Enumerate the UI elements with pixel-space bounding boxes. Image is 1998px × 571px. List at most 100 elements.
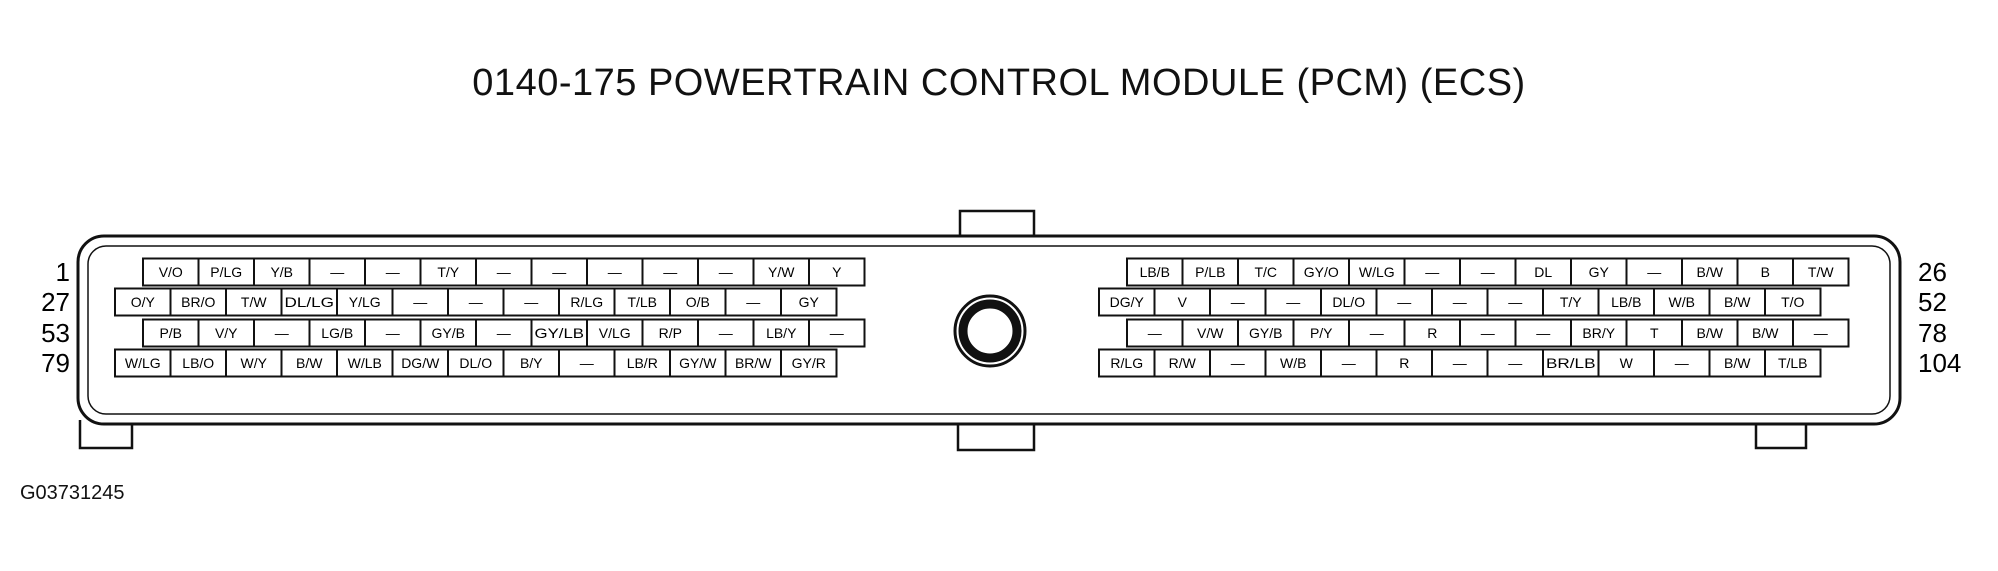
pin-left-r3-c6: GY/B bbox=[419, 318, 477, 348]
pin-wire-color: — bbox=[1508, 294, 1522, 310]
pin-left-r2-c1: O/Y bbox=[114, 287, 172, 317]
pin-wire-color: LB/B bbox=[1140, 264, 1170, 280]
pin-left-r1-c8: — bbox=[530, 257, 588, 287]
pin-right-r4-c10: W bbox=[1597, 348, 1655, 378]
pin-wire-color: LB/Y bbox=[766, 325, 797, 341]
pin-left-r2-c12: — bbox=[724, 287, 782, 317]
pin-left-r1-c7: — bbox=[475, 257, 533, 287]
pin-wire-color: — bbox=[1647, 264, 1661, 280]
pin-left-r4-c5: W/LB bbox=[336, 348, 394, 378]
pin-cavity bbox=[558, 348, 616, 378]
pin-cavity bbox=[225, 287, 283, 317]
pin-cavity bbox=[1126, 257, 1184, 287]
pin-wire-color: — bbox=[580, 355, 594, 371]
pin-wire-color: P/LB bbox=[1195, 264, 1225, 280]
pin-wire-color: DL/O bbox=[459, 355, 492, 371]
pin-wire-color: T/W bbox=[1808, 264, 1834, 280]
pin-cavity bbox=[1736, 257, 1794, 287]
pin-right-r2-c8: — bbox=[1486, 287, 1544, 317]
pin-cavity bbox=[641, 257, 699, 287]
pin-wire-color: O/Y bbox=[131, 294, 156, 310]
pin-wire-color: W/LG bbox=[125, 355, 161, 371]
pin-wire-color: V/Y bbox=[215, 325, 238, 341]
pin-cavity bbox=[197, 257, 255, 287]
pin-left-r4-c4: B/W bbox=[280, 348, 338, 378]
pin-left-r2-c7: — bbox=[447, 287, 505, 317]
pin-cavity bbox=[1209, 348, 1267, 378]
pin-right-r3-c13: — bbox=[1792, 318, 1850, 348]
pin-left-r3-c1: P/B bbox=[142, 318, 200, 348]
pin-left-r3-c7: — bbox=[475, 318, 533, 348]
pin-left-r2-c11: O/B bbox=[669, 287, 727, 317]
pin-cavity bbox=[1181, 257, 1239, 287]
pin-right-r3-c2: V/W bbox=[1181, 318, 1239, 348]
pin-wire-color: BR/O bbox=[181, 294, 215, 310]
pin-cavity bbox=[724, 348, 782, 378]
pin-right-r2-c3: — bbox=[1209, 287, 1267, 317]
pin-wire-color: GY bbox=[799, 294, 820, 310]
pin-right-r1-c2: P/LB bbox=[1181, 257, 1239, 287]
pin-wire-color: DG/Y bbox=[1110, 294, 1145, 310]
pin-right-r3-c1: — bbox=[1126, 318, 1184, 348]
pin-wire-color: R/LG bbox=[570, 294, 603, 310]
pin-wire-color: BR/Y bbox=[1582, 325, 1615, 341]
pin-left-r3-c5: — bbox=[364, 318, 422, 348]
pin-wire-color: Y/W bbox=[768, 264, 795, 280]
pin-right-r1-c13: T/W bbox=[1792, 257, 1850, 287]
pin-cavity bbox=[1375, 287, 1433, 317]
pin-left-r3-c10: R/P bbox=[641, 318, 699, 348]
pin-wire-color: — bbox=[1342, 355, 1356, 371]
row-number-right: 26 bbox=[1918, 257, 1947, 287]
pin-wire-color: LB/R bbox=[627, 355, 658, 371]
pin-wire-color: — bbox=[330, 264, 344, 280]
pin-right-r4-c11: — bbox=[1653, 348, 1711, 378]
pin-cavity bbox=[780, 348, 838, 378]
pin-left-r2-c4: DL/LG bbox=[280, 287, 338, 317]
pin-wire-color: — bbox=[1286, 294, 1300, 310]
pin-cavity bbox=[1098, 287, 1156, 317]
pin-cavity bbox=[586, 257, 644, 287]
pin-wire-color: — bbox=[719, 325, 733, 341]
pin-right-r4-c3: — bbox=[1209, 348, 1267, 378]
pin-wire-color: GY/LB bbox=[535, 325, 585, 341]
pin-wire-color: DL bbox=[1534, 264, 1552, 280]
pin-right-r1-c9: GY bbox=[1570, 257, 1628, 287]
row-number-right: 52 bbox=[1918, 287, 1947, 317]
pin-wire-color: O/B bbox=[686, 294, 710, 310]
pin-wire-color: V/O bbox=[159, 264, 183, 280]
pin-left-r1-c2: P/LG bbox=[197, 257, 255, 287]
pin-wire-color: R bbox=[1399, 355, 1409, 371]
pin-left-r3-c13: — bbox=[808, 318, 866, 348]
pin-right-r2-c12: B/W bbox=[1708, 287, 1766, 317]
pin-cavity bbox=[808, 257, 866, 287]
pin-wire-color: R/P bbox=[659, 325, 682, 341]
pin-wire-color: — bbox=[1814, 325, 1828, 341]
pin-left-r2-c10: T/LB bbox=[613, 287, 671, 317]
pin-cavity bbox=[1625, 318, 1683, 348]
pin-wire-color: DL/LG bbox=[285, 294, 335, 310]
row-number-left: 79 bbox=[41, 348, 70, 378]
pin-wire-color: LB/O bbox=[182, 355, 214, 371]
pin-wire-color: — bbox=[413, 294, 427, 310]
pin-left-r1-c4: — bbox=[308, 257, 366, 287]
pin-right-r4-c6: R bbox=[1375, 348, 1433, 378]
pin-left-r3-c8: GY/LB bbox=[530, 318, 588, 348]
pin-wire-color: GY/B bbox=[432, 325, 465, 341]
pin-right-r4-c7: — bbox=[1431, 348, 1489, 378]
pin-wire-color: — bbox=[1148, 325, 1162, 341]
pin-wire-color: — bbox=[1453, 355, 1467, 371]
pin-right-r1-c5: W/LG bbox=[1348, 257, 1406, 287]
pin-wire-color: B/W bbox=[1752, 325, 1779, 341]
pin-left-r3-c11: — bbox=[697, 318, 755, 348]
pin-left-r2-c8: — bbox=[502, 287, 560, 317]
pin-wire-color: GY/O bbox=[1304, 264, 1339, 280]
pin-left-r3-c9: V/LG bbox=[586, 318, 644, 348]
pin-cavity bbox=[558, 287, 616, 317]
pin-right-r3-c11: B/W bbox=[1681, 318, 1739, 348]
pin-cavity bbox=[502, 287, 560, 317]
pin-wire-color: T/Y bbox=[1560, 294, 1582, 310]
pin-right-r3-c6: R bbox=[1403, 318, 1461, 348]
pin-cavity bbox=[1542, 287, 1600, 317]
pin-cavity bbox=[669, 287, 727, 317]
top-locking-tab bbox=[958, 209, 1036, 237]
